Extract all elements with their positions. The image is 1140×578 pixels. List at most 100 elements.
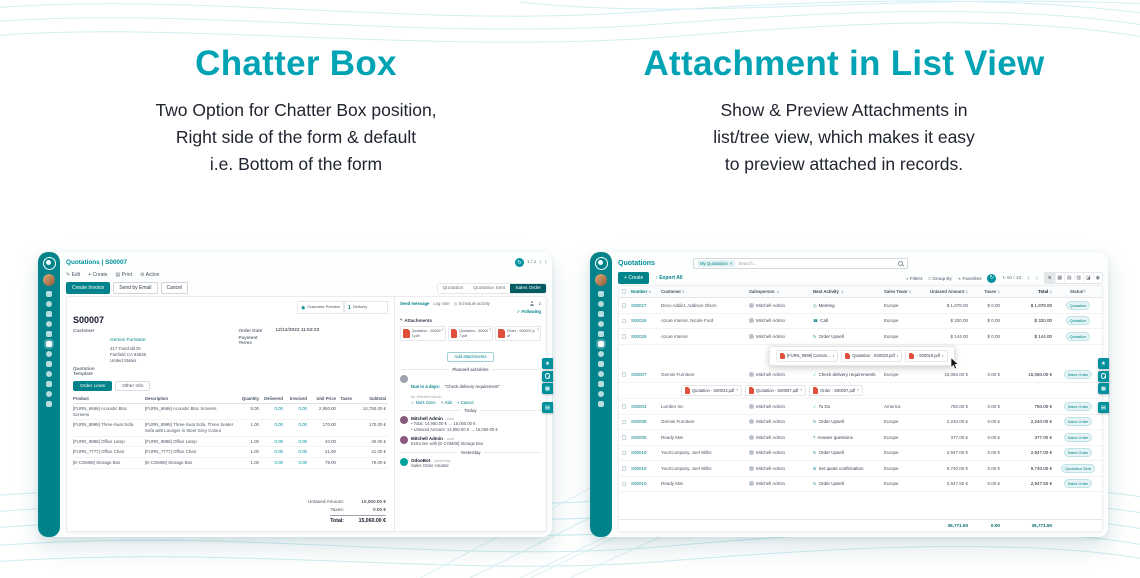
- column-number[interactable]: Number: [629, 289, 659, 294]
- search-icon[interactable]: [897, 261, 904, 267]
- column-subtotal[interactable]: Subtotal: [369, 395, 386, 401]
- print-button[interactable]: Print: [116, 272, 132, 278]
- column-taxes[interactable]: Taxes: [970, 289, 1002, 294]
- quotation-row[interactable]: S00007 Gemini Furniture Mitchell Admin C…: [619, 367, 1102, 383]
- export-all-button[interactable]: Export All: [655, 275, 682, 281]
- status-quotation[interactable]: Quotation: [437, 283, 469, 293]
- log-note-button[interactable]: Log note: [433, 301, 450, 306]
- calendar-view-button[interactable]: ▤: [1064, 273, 1074, 283]
- number-cell[interactable]: S00026: [631, 318, 647, 324]
- column-delivered[interactable]: Delivered: [264, 395, 283, 401]
- chevron-down-icon[interactable]: [857, 388, 859, 392]
- apps-tool-button[interactable]: [542, 383, 553, 394]
- row-checkbox[interactable]: [621, 450, 627, 455]
- number-cell[interactable]: S00025: [631, 333, 647, 339]
- column-untaxed-amount[interactable]: Untaxed Amount: [920, 289, 970, 294]
- pager-next-button[interactable]: [545, 259, 547, 266]
- number-cell[interactable]: S00019: [631, 450, 647, 456]
- map-view-button[interactable]: ◉: [1092, 273, 1102, 283]
- crm-icon[interactable]: [46, 331, 52, 337]
- contacts-icon[interactable]: [598, 321, 604, 327]
- row-checkbox[interactable]: [621, 435, 627, 440]
- create-button[interactable]: Create: [88, 272, 108, 278]
- cancel-activity-button[interactable]: Cancel: [457, 400, 474, 405]
- chatter-position-toggle-button[interactable]: [514, 258, 524, 267]
- discuss-icon[interactable]: [46, 301, 52, 307]
- select-all-checkbox[interactable]: [621, 289, 627, 294]
- pivot-view-button[interactable]: ▥: [1073, 273, 1083, 283]
- calendar-icon[interactable]: [598, 311, 604, 317]
- customer-link[interactable]: Gemini Furniture: [110, 338, 146, 343]
- remove-attachment-button[interactable]: [537, 327, 540, 332]
- chevron-down-icon[interactable]: [833, 354, 835, 358]
- chevron-down-icon[interactable]: [400, 317, 402, 323]
- crm-icon[interactable]: [598, 331, 604, 337]
- search-tool-button[interactable]: [1098, 370, 1109, 382]
- remove-filter-icon[interactable]: [730, 261, 733, 266]
- attachment-card[interactable]: Quotation - S00007.pdf: [447, 326, 494, 342]
- tab-other-info[interactable]: Other Info: [115, 380, 151, 392]
- status-sales-order[interactable]: Sales Order: [510, 283, 546, 293]
- quotation-row[interactable]: S00025 Azure Interior Mitchell Admin Ord…: [619, 329, 1102, 345]
- quotation-row[interactable]: S00008 Gemini Furniture Mitchell Admin O…: [619, 414, 1102, 430]
- remove-attachment-button[interactable]: [441, 327, 444, 332]
- row-checkbox[interactable]: [621, 372, 627, 377]
- order-date-value[interactable]: 12/12/2022 11:53:23: [275, 328, 320, 333]
- row-checkbox[interactable]: [621, 404, 627, 409]
- edit-button[interactable]: Edit: [66, 272, 81, 278]
- quotation-row[interactable]: S00010 Ready Mat Mitchell Admin Order Up…: [619, 476, 1102, 492]
- number-cell[interactable]: S00004: [631, 403, 647, 409]
- column-quantity[interactable]: Quantity: [242, 395, 259, 401]
- attachment-chip[interactable]: Quotation - S00023.pdf: [681, 384, 743, 396]
- schedule-activity-button[interactable]: Schedule activity: [454, 301, 489, 306]
- quotation-row[interactable]: S00005 Ready Mat Mitchell Admin Answer q…: [619, 430, 1102, 446]
- attachment-card[interactable]: Order - S00007.pdf: [495, 326, 542, 342]
- sales-icon[interactable]: [598, 341, 604, 347]
- row-checkbox[interactable]: [621, 481, 627, 486]
- column-description[interactable]: Description: [145, 395, 169, 401]
- home-icon[interactable]: [46, 291, 52, 297]
- message-author[interactable]: Mitchell Admin: [411, 415, 443, 421]
- attachment-chip[interactable]: [FURN_8999] Custom...: [776, 350, 839, 362]
- tab-order-lines[interactable]: Order Lines: [73, 380, 113, 392]
- search-input[interactable]: My Quotations Search...: [692, 258, 908, 269]
- edit-activity-button[interactable]: Edit: [441, 400, 452, 405]
- accounting-icon[interactable]: [598, 381, 604, 387]
- quotation-row[interactable]: S00019 YourCompany, Joel Willis Mitchell…: [619, 445, 1102, 461]
- chevron-down-icon[interactable]: [942, 354, 944, 358]
- purchase-icon[interactable]: [46, 371, 52, 377]
- pager-previous-button[interactable]: [539, 259, 541, 266]
- order-line-row[interactable]: [FURN_6666] Acoustic Bloc Screens [FURN_…: [73, 404, 388, 421]
- breadcrumb[interactable]: Quotations | S00007: [66, 259, 128, 266]
- message-author[interactable]: Mitchell Admin: [411, 436, 443, 442]
- row-checkbox[interactable]: [621, 466, 627, 471]
- quotation-row[interactable]: S00004 Lumber Inc Mitchell Admin To Do A…: [619, 399, 1102, 415]
- send-by-email-button[interactable]: Send by Email: [113, 282, 158, 294]
- favorites-tool-button[interactable]: [1098, 358, 1109, 369]
- column-next-activity[interactable]: Next Activity: [811, 289, 882, 294]
- dashboard-icon[interactable]: [598, 351, 604, 357]
- number-cell[interactable]: S00008: [631, 419, 647, 425]
- follower-count[interactable]: 2: [538, 301, 541, 306]
- notes-tool-button[interactable]: [1098, 402, 1109, 413]
- discuss-icon[interactable]: [598, 301, 604, 307]
- settings-icon[interactable]: [46, 401, 52, 407]
- status-quotation-sent[interactable]: Quotation Sent: [468, 283, 511, 293]
- send-message-button[interactable]: Send message: [400, 301, 430, 306]
- row-checkbox[interactable]: [621, 318, 627, 323]
- chevron-down-icon[interactable]: [897, 354, 899, 358]
- favorites-tool-button[interactable]: [542, 358, 553, 369]
- column-customer[interactable]: Customer: [659, 289, 747, 294]
- remove-attachment-button[interactable]: [489, 327, 492, 332]
- create-button[interactable]: Create: [618, 272, 650, 284]
- user-avatar[interactable]: [595, 274, 607, 286]
- column-total[interactable]: Total: [1002, 289, 1054, 294]
- search-filter-chip[interactable]: My Quotations: [696, 260, 736, 267]
- dashboard-icon[interactable]: [46, 351, 52, 357]
- user-avatar[interactable]: [43, 274, 55, 286]
- product-cell[interactable]: [E-COM08] Storage Box: [73, 460, 121, 466]
- pager-previous-button[interactable]: [1027, 275, 1029, 282]
- product-cell[interactable]: [FURN_8888] Office Lamp: [73, 438, 125, 444]
- sales-icon[interactable]: [46, 341, 52, 347]
- number-cell[interactable]: S00018: [631, 465, 647, 471]
